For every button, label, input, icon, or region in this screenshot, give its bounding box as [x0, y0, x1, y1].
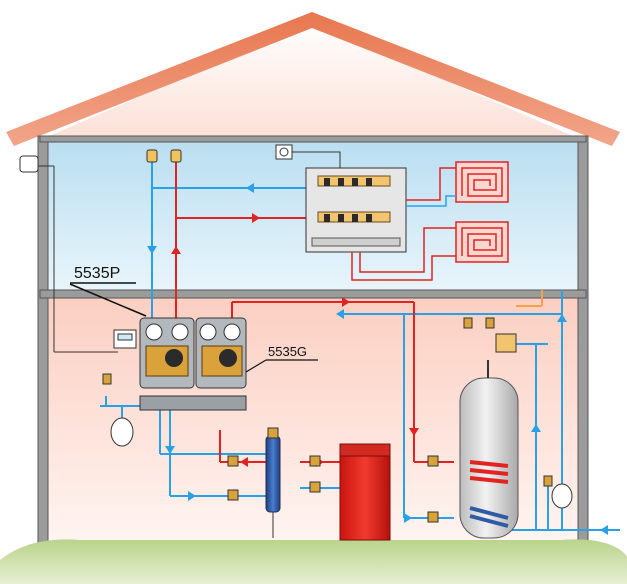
unit-label-leader: [245, 359, 267, 373]
thermostat-icon: [275, 144, 341, 168]
cold-return-pipes: [100, 160, 620, 531]
boiler-icon: [339, 443, 391, 541]
air-vent-icon: [146, 149, 182, 163]
unit-label: 5535G: [268, 344, 307, 359]
pump-icon: [165, 349, 183, 367]
hydraulic-separator-icon: [265, 427, 281, 538]
expansion-vessel-icon: [102, 373, 134, 447]
floor-manifold-cabinet: [305, 167, 407, 253]
mixing-valve-icon: [463, 317, 517, 353]
outdoor-sensor-icon: [19, 155, 118, 353]
pump-group-right: [195, 317, 247, 389]
cold-flow-arrows: [147, 183, 608, 535]
floor-heating-coil-icon: [351, 161, 509, 281]
expansion-vessel-icon: [543, 475, 573, 509]
dhw-mix-pipe: [516, 290, 543, 307]
roof: [6, 12, 620, 146]
hot-water-tank-icon: [459, 360, 519, 539]
house-walls: [37, 135, 589, 545]
group-label: 5535P: [74, 265, 120, 282]
group-label-leader: [69, 283, 147, 317]
valve-icon: [227, 455, 439, 523]
ground: [0, 539, 627, 584]
distribution-collector: [139, 395, 247, 411]
pump-group-left: [139, 317, 195, 389]
control-unit-icon: [113, 329, 137, 349]
